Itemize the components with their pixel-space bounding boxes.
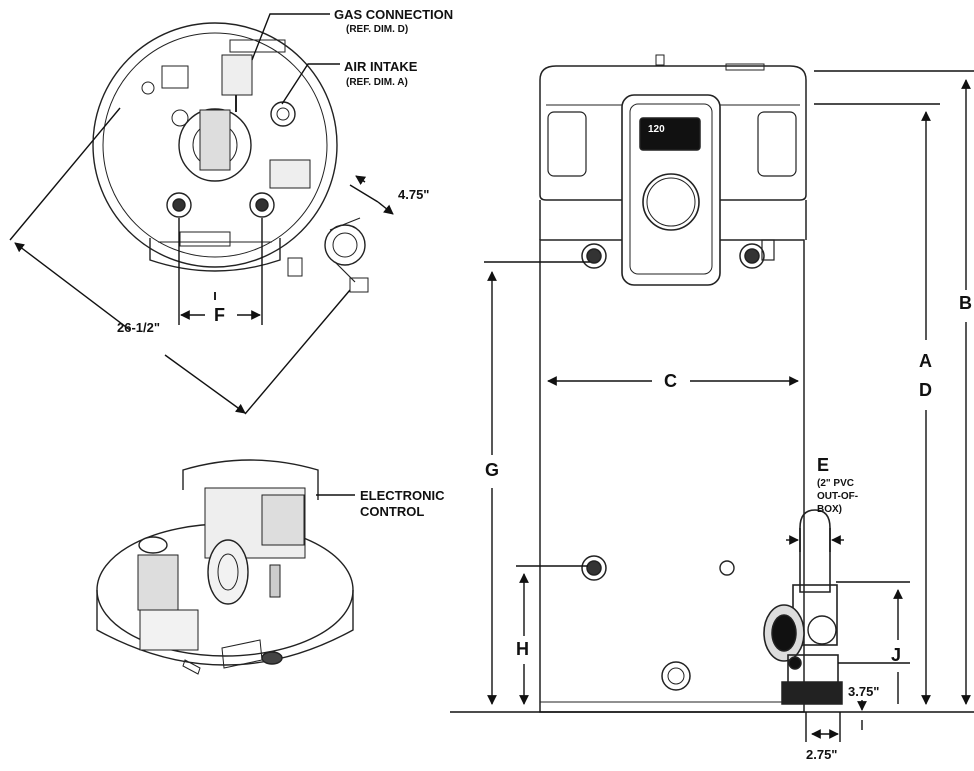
dim-e-note-line1: (2" PVC — [817, 478, 854, 489]
isometric-top-view — [96, 459, 355, 675]
cold-inlet-fitting — [249, 192, 275, 218]
top-view — [92, 22, 369, 300]
side-offset-dimension-label: 2.75" — [806, 747, 838, 762]
dim-f-label: F — [214, 305, 225, 325]
diameter-dimension-label: 26-1/2" — [117, 320, 161, 335]
front-view-dimensions — [450, 70, 974, 742]
display-readout: 120 — [648, 124, 665, 135]
dim-g-label: G — [485, 460, 500, 480]
gas-valve — [199, 109, 231, 171]
dim-b-label: B — [959, 293, 972, 313]
gas-connection-ref-label: (REF. DIM. D) — [346, 24, 409, 35]
vent-offset-dimension-label: 4.75" — [398, 187, 430, 202]
air-intake-ref-label: (REF. DIM. A) — [346, 77, 408, 88]
iso-junction-box — [139, 609, 199, 651]
iso-blower — [207, 539, 249, 605]
dim-d-label: D — [919, 380, 932, 400]
relief-valve-port — [739, 243, 765, 269]
air-intake-label: AIR INTAKE — [344, 59, 418, 74]
vent-pipe — [799, 509, 831, 593]
drain-valve — [661, 661, 691, 691]
air-intake-port — [270, 101, 296, 127]
dim-a-label: A — [919, 351, 932, 371]
front-view — [539, 54, 843, 713]
dim-h-label: H — [516, 639, 529, 659]
top-view-outer-shell — [92, 22, 338, 268]
iso-gas-valve — [137, 554, 179, 611]
top-view-rating-plate — [161, 65, 189, 89]
top-view-dimensions — [9, 13, 394, 415]
hot-outlet-fitting — [166, 192, 192, 218]
bottom-height-dimension-label: 3.75" — [848, 684, 880, 699]
dim-e-note-line2: OUT-OF- — [817, 491, 859, 502]
display-screen — [639, 117, 701, 151]
electronic-control-label-line1: ELECTRONIC — [360, 488, 445, 503]
top-view-front-handle — [149, 238, 281, 272]
dim-j-label: J — [891, 645, 902, 665]
iso-handle — [182, 459, 319, 500]
dim-c-label: C — [664, 371, 677, 391]
gas-connection-label: GAS CONNECTION — [334, 7, 454, 22]
sensor-port — [719, 560, 735, 576]
top-view-inner-shell — [102, 32, 328, 258]
relief-valve — [761, 239, 775, 261]
burner-housing — [178, 108, 252, 182]
vent-base — [781, 681, 843, 705]
cold-inlet — [581, 555, 607, 581]
tank-body — [539, 239, 805, 713]
electronic-control-label-line2: CONTROL — [360, 504, 425, 519]
dim-e-note-line3: BOX) — [817, 504, 842, 515]
hot-outlet — [581, 243, 607, 269]
dim-e-label: E — [817, 455, 830, 475]
vent-elbow — [324, 224, 366, 266]
control-knob — [642, 173, 700, 231]
